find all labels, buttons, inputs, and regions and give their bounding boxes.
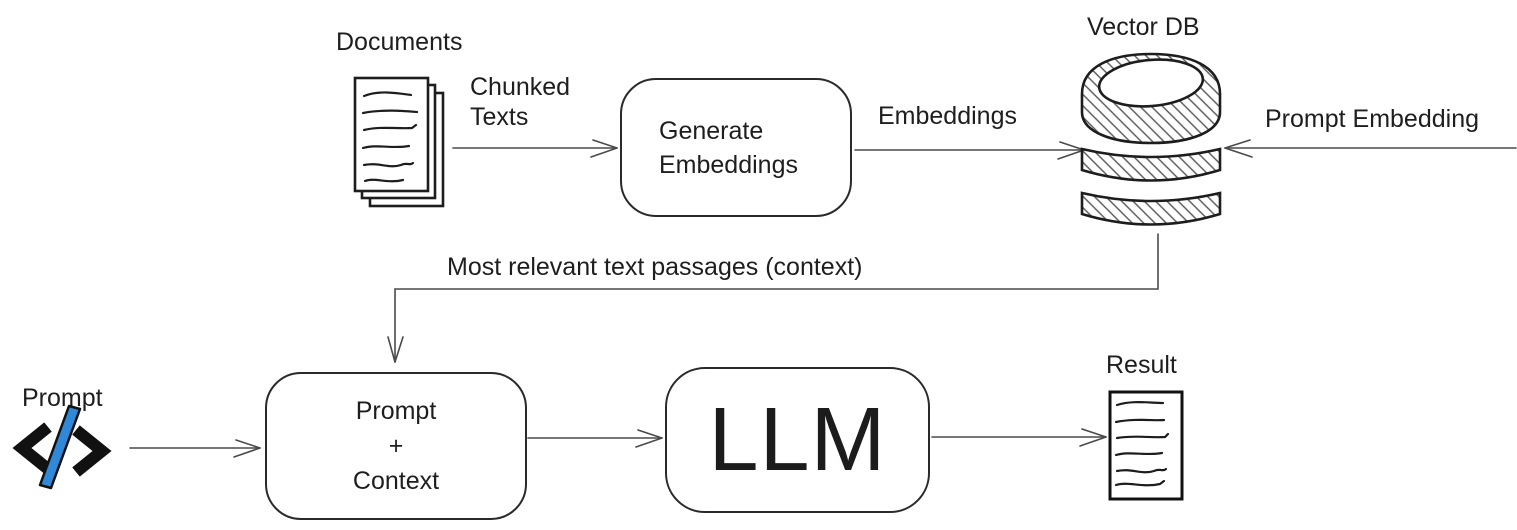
document-icon — [1108, 390, 1186, 502]
prompt-label: Prompt — [22, 384, 103, 412]
prompt-context-line3: Context — [352, 466, 440, 495]
database-icon — [1078, 50, 1224, 236]
documents-label: Documents — [336, 28, 463, 56]
prompt-context-line1: Prompt — [355, 396, 437, 425]
embeddings-arrow — [853, 138, 1088, 164]
llm-label: LLM — [708, 390, 887, 490]
prompt-arrow — [128, 436, 264, 462]
context-edge-label: Most relevant text passages (context) — [447, 253, 863, 281]
generate-embeddings-line1: Generate — [659, 116, 764, 145]
context-arrow — [385, 230, 1165, 370]
documents-stack-icon — [353, 76, 449, 214]
llm-node: LLM — [665, 367, 930, 513]
result-label: Result — [1106, 351, 1177, 379]
code-icon — [12, 400, 112, 490]
generate-embeddings-line2: Embeddings — [659, 150, 798, 179]
chunked-texts-line2: Texts — [470, 103, 529, 131]
vector-db-label: Vector DB — [1087, 13, 1200, 41]
prompt-context-node: Prompt + Context — [265, 372, 527, 520]
chunked-texts-label: Chunked Texts — [470, 72, 570, 132]
chunked-texts-arrow — [451, 136, 621, 162]
prompt-context-line2: + — [388, 431, 404, 460]
prompt-embedding-label: Prompt Embedding — [1265, 105, 1480, 133]
prompt-embedding-arrow — [1222, 136, 1517, 162]
embeddings-label: Embeddings — [878, 102, 1017, 130]
prompt-context-to-llm-arrow — [526, 426, 666, 452]
chunked-texts-line1: Chunked — [470, 73, 571, 101]
llm-to-result-arrow — [930, 425, 1110, 451]
generate-embeddings-node: Generate Embeddings — [620, 78, 852, 217]
